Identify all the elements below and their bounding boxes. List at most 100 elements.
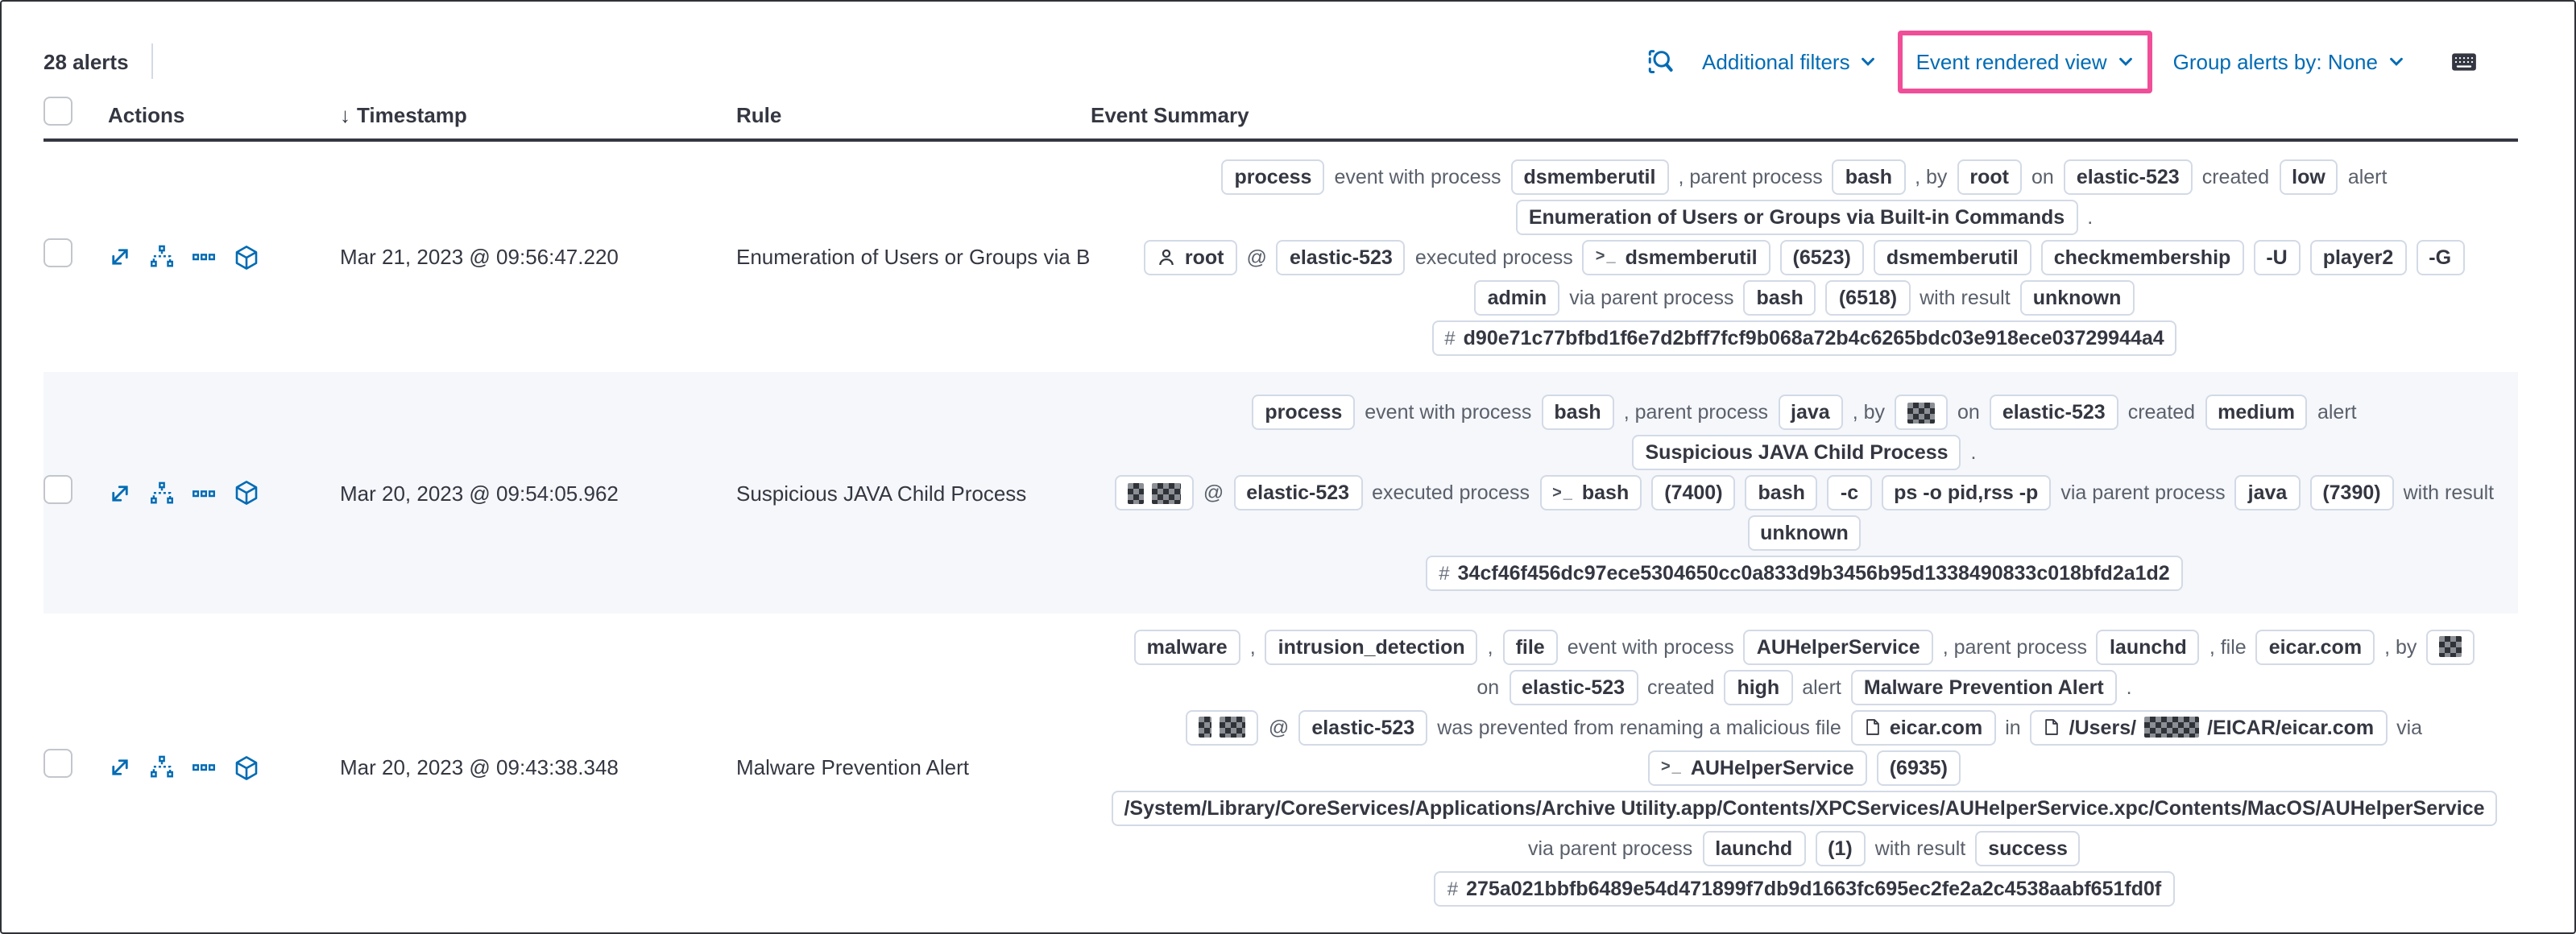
event-field-badge[interactable]: unknown (1747, 515, 1862, 551)
event-field-badge[interactable]: ps -o pid,rss -p (1881, 475, 2052, 510)
keyboard-shortcuts-icon[interactable] (2450, 48, 2478, 75)
analyze-event-icon[interactable] (150, 245, 174, 269)
expand-alert-icon[interactable] (108, 245, 132, 269)
event-field-badge[interactable]: elastic-523 (1989, 395, 2118, 430)
event-field-badge[interactable]: checkmembership (2040, 239, 2244, 275)
event-field-badge[interactable]: AUHelperService (1743, 629, 1933, 664)
event-field-badge[interactable]: root (1957, 159, 2023, 194)
badge-text: dsmemberutil (1886, 246, 2019, 268)
event-field-badge[interactable] (1114, 475, 1194, 510)
badge-text: -c (1840, 481, 1859, 504)
event-field-badge[interactable]: java (1778, 395, 1843, 430)
event-field-badge[interactable]: launchd (1702, 830, 1806, 866)
inspect-icon[interactable] (1646, 48, 1673, 75)
badge-text: root (1969, 165, 2010, 188)
event-field-badge[interactable]: low (2279, 159, 2338, 194)
summary-text: , parent process (1623, 401, 1768, 424)
summary-line: /System/Library/CoreServices/Application… (1091, 787, 2518, 828)
row-checkbox[interactable] (43, 238, 72, 267)
event-field-badge[interactable]: >_dsmemberutil (1582, 239, 1770, 275)
event-field-badge[interactable]: >_AUHelperService (1648, 750, 1867, 785)
event-field-badge[interactable]: /Users//EICAR/eicar.com (2030, 709, 2388, 745)
more-actions-icon[interactable] (192, 245, 216, 269)
event-field-badge[interactable]: intrusion_detection (1265, 629, 1478, 664)
event-field-badge[interactable]: elastic-523 (1298, 709, 1428, 745)
event-field-badge[interactable]: Enumeration of Users or Groups via Built… (1515, 199, 2078, 234)
event-field-badge[interactable]: dsmemberutil (1510, 159, 1669, 194)
summary-text: , file (2209, 635, 2247, 658)
hash-badge[interactable]: #34cf46f456dc97ece5304650cc0a833d9b3456b… (1426, 556, 2183, 591)
more-actions-icon[interactable] (192, 755, 216, 779)
event-field-badge[interactable]: (1) (1815, 830, 1866, 866)
event-rendered-view-button[interactable]: Event rendered view (1916, 49, 2135, 73)
event-field-badge[interactable]: (7400) (1651, 475, 1736, 510)
event-field-badge[interactable] (1186, 709, 1259, 745)
event-field-badge[interactable] (2426, 629, 2475, 664)
row-checkbox[interactable] (43, 474, 72, 503)
event-field-badge[interactable] (1895, 395, 1948, 430)
event-field-badge[interactable]: elastic-523 (2063, 159, 2193, 194)
event-field-badge[interactable]: process (1221, 159, 1325, 194)
event-field-badge[interactable]: elastic-523 (1509, 669, 1638, 705)
file-icon (1864, 717, 1882, 738)
summary-text: event with process (1365, 401, 1532, 424)
event-field-badge[interactable]: process (1252, 395, 1356, 430)
event-field-badge[interactable]: admin (1474, 279, 1560, 315)
open-session-view-icon[interactable] (234, 480, 259, 506)
event-field-badge[interactable]: elastic-523 (1233, 475, 1363, 510)
event-field-badge[interactable]: java (2234, 475, 2301, 510)
event-field-badge[interactable]: bash (1832, 159, 1906, 194)
event-field-badge[interactable]: launchd (2096, 629, 2200, 664)
event-field-badge[interactable]: eicar.com (1850, 709, 1996, 745)
event-field-badge[interactable]: (6523) (1779, 239, 1864, 275)
summary-text: created (1647, 676, 1715, 698)
event-field-badge[interactable]: success (1975, 830, 2081, 866)
event-field-badge[interactable]: (6518) (1825, 279, 1911, 315)
event-field-badge[interactable]: player2 (2309, 239, 2407, 275)
event-field-badge[interactable]: bash (1743, 279, 1816, 315)
event-field-badge[interactable]: -U (2253, 239, 2301, 275)
event-field-badge[interactable]: medium (2205, 395, 2308, 430)
event-field-badge[interactable]: bash (1745, 475, 1818, 510)
analyze-event-icon[interactable] (150, 481, 174, 505)
rule-cell: Enumeration of Users or Groups via Bui (736, 245, 1091, 269)
select-all-checkbox[interactable] (43, 97, 72, 126)
group-alerts-by-button[interactable]: Group alerts by: None (2173, 49, 2405, 73)
open-session-view-icon[interactable] (234, 754, 259, 780)
row-checkbox[interactable] (43, 749, 72, 778)
event-field-badge[interactable]: elastic-523 (1276, 239, 1406, 275)
column-header-timestamp[interactable]: ↓ Timestamp (340, 103, 467, 127)
event-field-badge[interactable]: eicar.com (2255, 629, 2375, 664)
summary-text: with result (1920, 286, 2011, 308)
event-field-badge[interactable]: /System/Library/CoreServices/Application… (1111, 790, 2498, 825)
open-session-view-icon[interactable] (234, 244, 259, 270)
event-field-badge[interactable]: (7390) (2309, 475, 2394, 510)
event-field-badge[interactable]: Suspicious JAVA Child Process (1632, 435, 1961, 470)
event-field-badge[interactable]: -c (1827, 475, 1872, 510)
additional-filters-button[interactable]: Additional filters (1702, 49, 1878, 73)
event-field-badge[interactable]: high (1724, 669, 1793, 705)
badge-text: eicar.com (1889, 716, 1983, 738)
event-field-badge[interactable]: root (1144, 239, 1237, 275)
event-field-badge[interactable]: dsmemberutil (1873, 239, 2031, 275)
event-field-badge[interactable]: Malware Prevention Alert (1850, 669, 2117, 705)
hash-badge[interactable]: #d90e71c77bfbd1f6e7d2bff7fcf9b068a72b4c6… (1431, 320, 2177, 355)
more-actions-icon[interactable] (192, 481, 216, 505)
event-field-badge[interactable]: malware (1133, 629, 1240, 664)
event-field-badge[interactable]: >_bash (1539, 475, 1642, 510)
hash-badge[interactable]: #275a021bbfb6489e54d471899f7db9d1663fc69… (1434, 870, 2175, 906)
event-field-badge[interactable]: (6935) (1876, 750, 1961, 785)
event-field-badge[interactable]: file (1502, 629, 1558, 664)
expand-alert-icon[interactable] (108, 481, 132, 505)
expand-alert-icon[interactable] (108, 755, 132, 779)
event-field-badge[interactable]: bash (1541, 395, 1614, 430)
column-header-actions: Actions (108, 103, 185, 127)
event-field-badge[interactable]: -G (2416, 239, 2465, 275)
analyze-event-icon[interactable] (150, 755, 174, 779)
event-field-badge[interactable]: unknown (2019, 279, 2135, 315)
